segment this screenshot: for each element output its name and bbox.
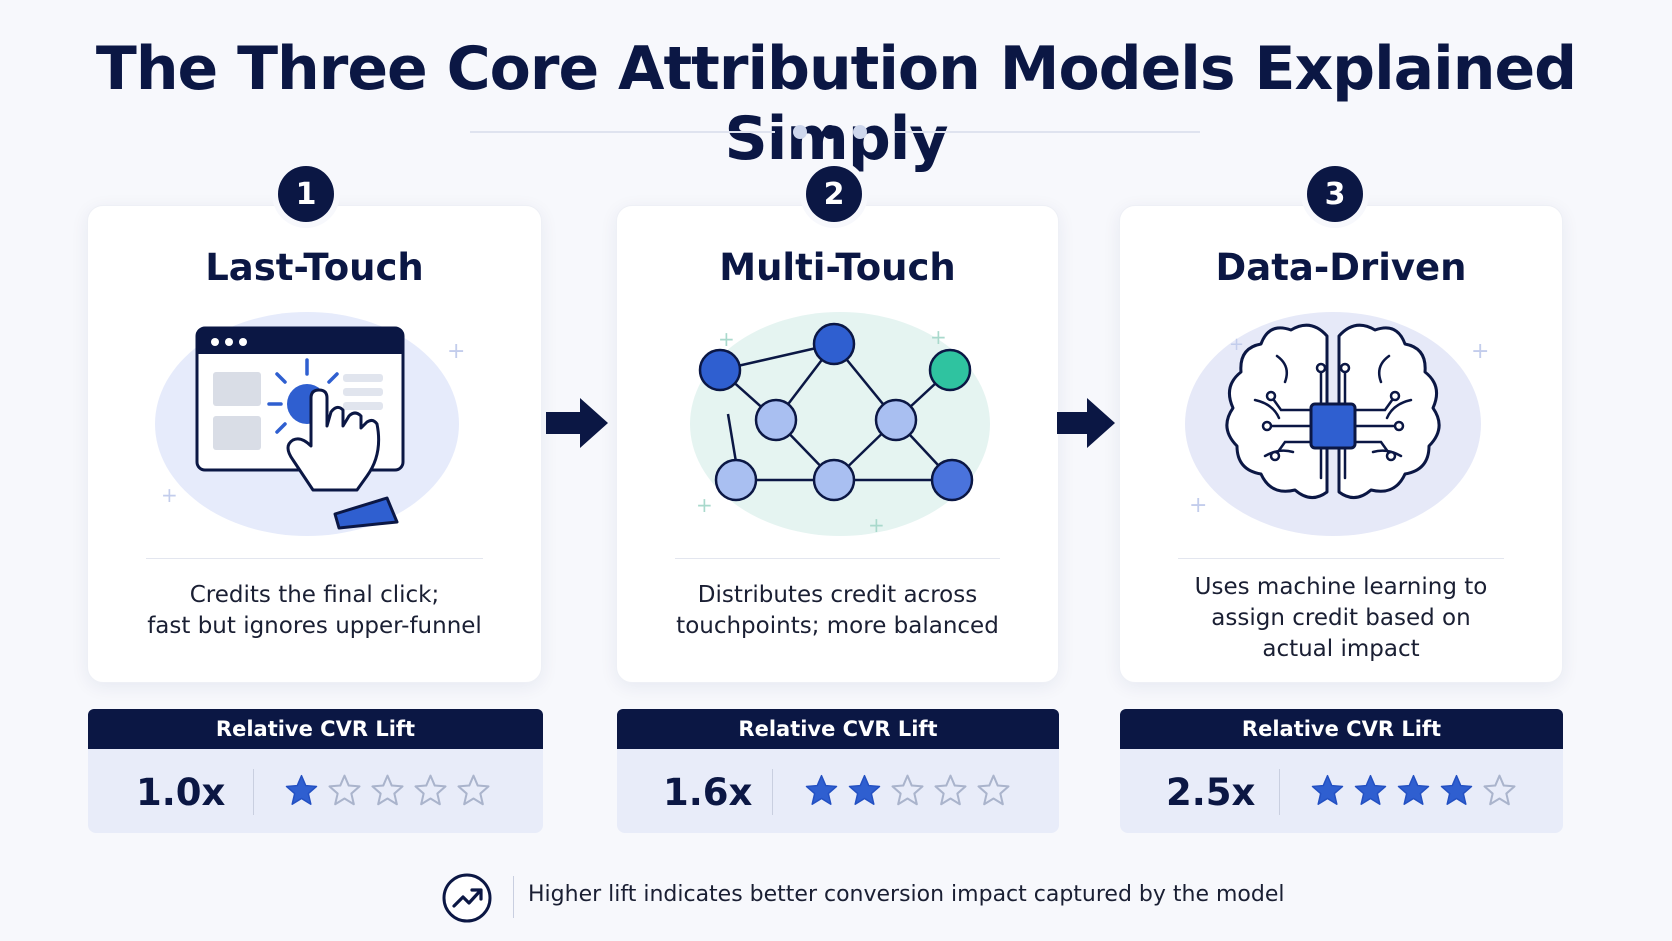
model-title: Multi-Touch bbox=[719, 246, 956, 289]
lift-value: 2.5x bbox=[1166, 771, 1256, 814]
svg-text:+: + bbox=[1229, 334, 1244, 355]
description-line: Distributes credit across bbox=[697, 582, 978, 608]
star-empty-icon bbox=[328, 774, 361, 806]
footer-divider bbox=[513, 876, 514, 918]
svg-text:+: + bbox=[696, 493, 713, 517]
svg-text:+: + bbox=[161, 483, 178, 507]
description-line: Uses machine learning to bbox=[1194, 574, 1488, 600]
star-rating bbox=[1310, 773, 1517, 808]
model-card-data-driven: Data-Driven + + + Uses machine learning … bbox=[1119, 205, 1563, 683]
lift-value: 1.6x bbox=[663, 771, 753, 814]
description-line: assign credit based on bbox=[1211, 605, 1471, 631]
description-line: Credits the final click; bbox=[189, 582, 440, 608]
star-empty-icon bbox=[371, 774, 404, 806]
model-title: Last-Touch bbox=[205, 246, 424, 289]
star-filled-icon bbox=[1311, 774, 1344, 805]
description-line: fast but ignores upper-funnel bbox=[147, 613, 482, 639]
model-description: Uses machine learning to assign credit b… bbox=[1140, 572, 1542, 665]
pager-dot-2 bbox=[823, 125, 837, 139]
step-badge-3: 3 bbox=[1307, 166, 1363, 222]
step-badge-1: 1 bbox=[278, 166, 334, 222]
lift-value: 1.0x bbox=[136, 771, 226, 814]
lift-divider bbox=[772, 769, 773, 815]
lift-divider bbox=[253, 769, 254, 815]
step-badge-2: 2 bbox=[806, 166, 862, 222]
arrow-right-icon bbox=[546, 398, 608, 448]
svg-text:+: + bbox=[1471, 339, 1489, 364]
star-filled-icon bbox=[1440, 774, 1473, 805]
pager-dot-3 bbox=[853, 125, 867, 139]
lift-panel-3: 2.5x bbox=[1120, 749, 1563, 833]
title-divider-left bbox=[470, 131, 775, 133]
browser-click-icon: + + bbox=[154, 312, 465, 536]
star-empty-icon bbox=[1483, 774, 1516, 806]
star-empty-icon bbox=[414, 774, 447, 806]
svg-text:+: + bbox=[868, 513, 885, 537]
lift-panel-2: 1.6x bbox=[617, 749, 1059, 833]
model-description: Credits the final click; fast but ignore… bbox=[108, 580, 521, 642]
description-line: touchpoints; more balanced bbox=[676, 613, 999, 639]
svg-text:+: + bbox=[447, 339, 465, 364]
star-filled-icon bbox=[848, 774, 881, 805]
card-divider bbox=[675, 558, 1000, 559]
svg-text:+: + bbox=[930, 325, 947, 349]
network-graph-icon: + + + + bbox=[689, 312, 990, 537]
svg-text:+: + bbox=[718, 327, 735, 351]
card-divider bbox=[146, 558, 483, 559]
footer-note: Higher lift indicates better conversion … bbox=[528, 882, 1285, 907]
lift-divider bbox=[1279, 769, 1280, 815]
star-filled-icon bbox=[285, 774, 318, 805]
model-title: Data-Driven bbox=[1215, 246, 1467, 289]
star-rating bbox=[284, 773, 491, 808]
star-filled-icon bbox=[1397, 774, 1430, 805]
card-divider bbox=[1178, 558, 1504, 559]
star-empty-icon bbox=[891, 774, 924, 806]
star-filled-icon bbox=[1354, 774, 1387, 805]
model-description: Distributes credit across touchpoints; m… bbox=[637, 580, 1038, 642]
lift-header-1: Relative CVR Lift bbox=[88, 709, 543, 749]
star-empty-icon bbox=[934, 774, 967, 806]
page-title: The Three Core Attribution Models Explai… bbox=[95, 34, 1577, 174]
model-card-last-touch: Last-Touch + + Credits the final click; … bbox=[87, 205, 542, 683]
lift-header-3: Relative CVR Lift bbox=[1120, 709, 1563, 749]
arrow-right-icon bbox=[1057, 398, 1115, 448]
brain-chip-icon: + + + bbox=[1185, 312, 1489, 536]
trending-up-icon bbox=[442, 873, 492, 923]
star-empty-icon bbox=[977, 774, 1010, 806]
star-rating bbox=[804, 773, 1011, 808]
star-filled-icon bbox=[805, 774, 838, 805]
title-divider-right bbox=[895, 131, 1200, 133]
star-empty-icon bbox=[457, 774, 490, 806]
svg-text:+: + bbox=[1189, 493, 1207, 518]
lift-header-2: Relative CVR Lift bbox=[617, 709, 1059, 749]
model-card-multi-touch: Multi-Touch + + + + Distributes cred bbox=[616, 205, 1059, 683]
pager-dot-1 bbox=[793, 125, 807, 139]
lift-panel-1: 1.0x bbox=[88, 749, 543, 833]
description-line: actual impact bbox=[1262, 636, 1420, 662]
